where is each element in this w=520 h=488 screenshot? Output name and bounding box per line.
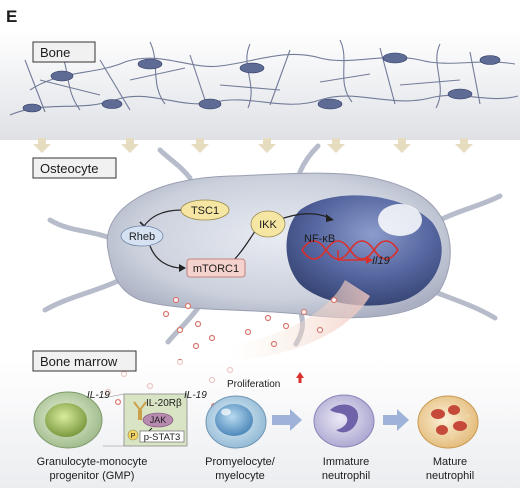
promyelocyte-caption-line2: myelocyte bbox=[215, 470, 265, 482]
promyelocyte-caption-line1: Promyelocyte/ bbox=[205, 456, 276, 468]
cell-captions: Granulocyte-monocyte progenitor (GMP) Pr… bbox=[37, 456, 475, 482]
gmp-cell bbox=[33, 391, 103, 449]
down-arrow-1 bbox=[33, 138, 51, 153]
dna-helix bbox=[301, 240, 399, 260]
svg-text:Rheb: Rheb bbox=[129, 231, 155, 243]
mature-neutrophil-cell bbox=[417, 395, 479, 449]
svg-text:IKK: IKK bbox=[259, 219, 277, 231]
down-arrow-2 bbox=[121, 138, 139, 153]
phospho-icon bbox=[127, 429, 139, 441]
osteocyte-label: Osteocyte bbox=[32, 157, 117, 179]
il19-label-right: IL-19 bbox=[184, 390, 207, 401]
svg-text:Bone: Bone bbox=[40, 45, 70, 60]
down-arrow-6 bbox=[393, 138, 411, 153]
svg-text:JAK: JAK bbox=[150, 415, 167, 425]
nfkb-label: NF-κB bbox=[304, 233, 335, 245]
panel-letter: E bbox=[6, 7, 17, 26]
tsc1-node: TSC1 bbox=[180, 199, 230, 221]
svg-text:Bone marrow: Bone marrow bbox=[40, 354, 118, 369]
promyelocyte-cell bbox=[205, 395, 267, 449]
down-arrow-4 bbox=[258, 138, 276, 153]
il19-label-left: IL-19 bbox=[87, 390, 110, 401]
immature-caption-line1: Immature bbox=[323, 456, 369, 468]
mtorc1-node: mTORC1 bbox=[186, 258, 246, 278]
svg-text:P: P bbox=[130, 431, 135, 440]
rheb-node: Rheb bbox=[120, 225, 164, 247]
receptor-inset: IL-20Rβ JAK P p-STAT3 bbox=[102, 393, 188, 447]
signal-arrows bbox=[33, 138, 473, 153]
svg-text:TSC1: TSC1 bbox=[191, 205, 219, 217]
svg-text:Osteocyte: Osteocyte bbox=[40, 161, 99, 176]
gmp-caption-line1: Granulocyte-monocyte bbox=[37, 456, 148, 468]
down-arrow-5 bbox=[327, 138, 345, 153]
ikk-node: IKK bbox=[250, 210, 286, 238]
svg-text:mTORC1: mTORC1 bbox=[193, 263, 239, 275]
mature-caption-line1: Mature bbox=[433, 456, 467, 468]
down-arrow-3 bbox=[191, 138, 209, 153]
tsc1-inhibit-rheb bbox=[143, 209, 183, 227]
arrow-to-immature bbox=[272, 409, 302, 431]
jak-node bbox=[142, 412, 174, 428]
svg-text:p-STAT3: p-STAT3 bbox=[144, 432, 181, 443]
immature-neutrophil-cell bbox=[313, 394, 375, 448]
il20rb-receptor-icon bbox=[133, 401, 147, 420]
mature-caption-line2: neutrophil bbox=[426, 470, 474, 482]
immature-caption-line2: neutrophil bbox=[322, 470, 370, 482]
up-arrow-icon bbox=[296, 372, 304, 383]
gmp-caption-line2: progenitor (GMP) bbox=[50, 470, 135, 482]
arrow-to-mature bbox=[383, 409, 409, 431]
differentiation-arrows bbox=[272, 409, 409, 431]
bone-marrow-label: Bone marrow bbox=[32, 350, 137, 372]
pstat3-node bbox=[139, 430, 185, 443]
bone-label: Bone bbox=[32, 41, 96, 63]
proliferation-label: Proliferation bbox=[227, 379, 280, 390]
il19-gene-label: Il19 bbox=[372, 255, 390, 267]
svg-text:IL-20Rβ: IL-20Rβ bbox=[146, 398, 182, 409]
down-arrow-7 bbox=[455, 138, 473, 153]
